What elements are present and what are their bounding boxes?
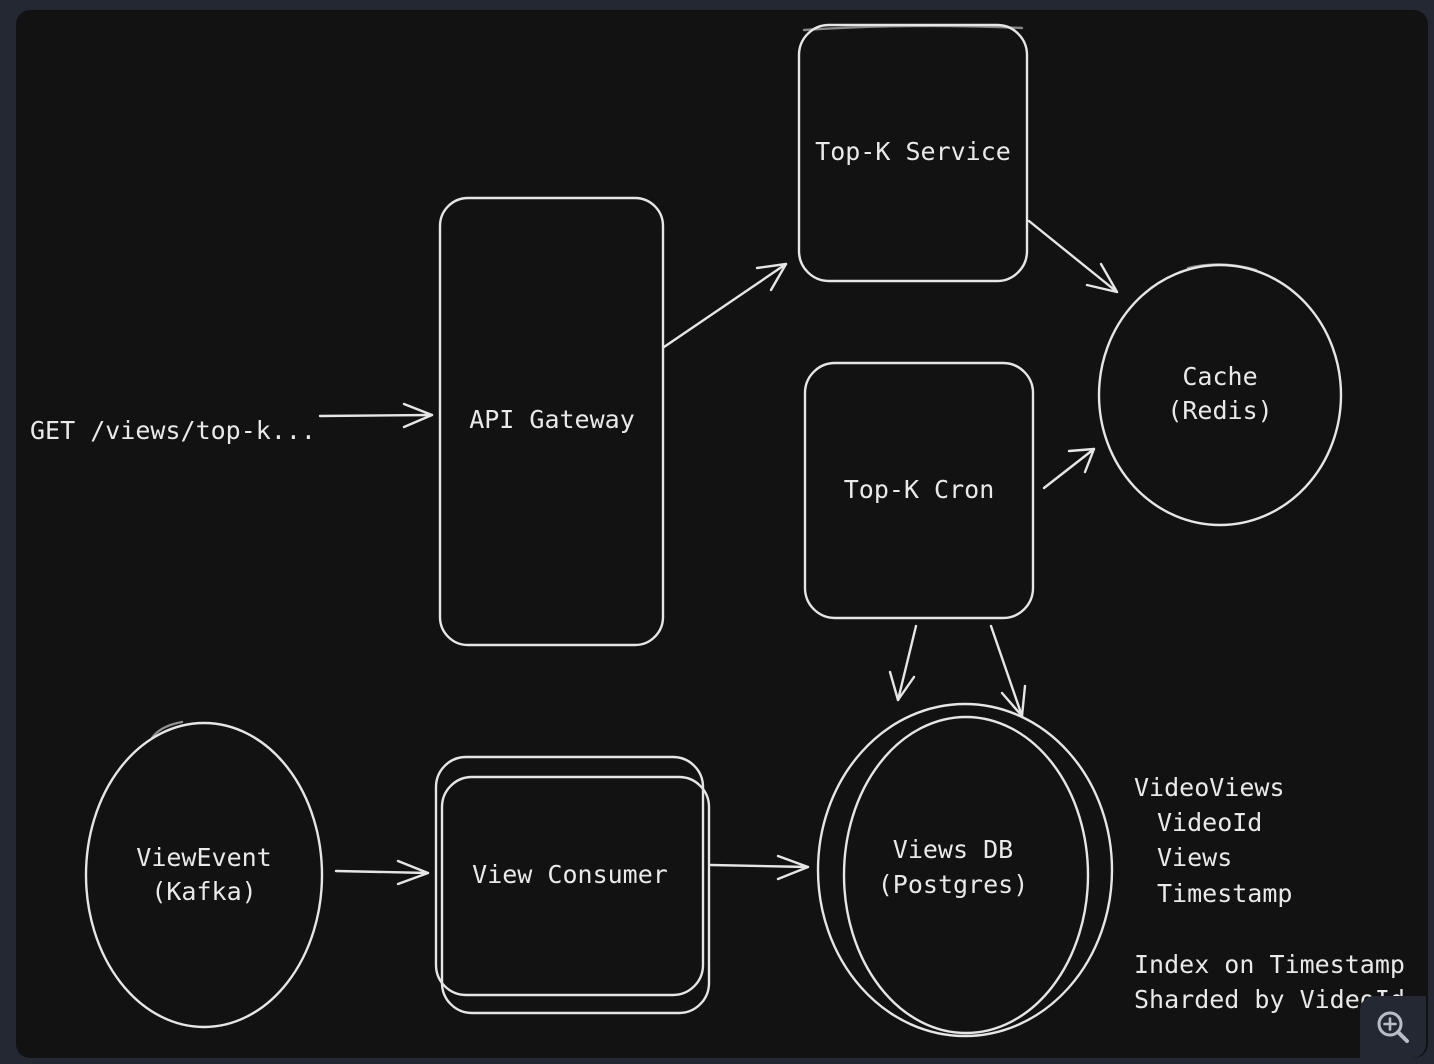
topk-service-label: Top-K Service <box>815 137 1011 166</box>
views-db-node[interactable]: Views DB (Postgres) <box>816 702 1114 1038</box>
schema-note: VideoViews VideoId Views Timestamp Index… <box>1134 773 1405 1014</box>
arrow-topk-cron-to-cache <box>1042 447 1096 490</box>
topk-service-node[interactable]: Top-K Service <box>797 23 1029 283</box>
zoom-button[interactable] <box>1360 996 1426 1058</box>
schema-field-videoid: VideoId <box>1157 808 1262 837</box>
view-event-label-line2: (Kafka) <box>151 877 256 906</box>
cache-label-line2: (Redis) <box>1167 396 1272 425</box>
view-consumer-node[interactable]: View Consumer <box>434 755 711 1015</box>
api-gateway-node[interactable]: API Gateway <box>438 196 665 647</box>
arrow-gateway-to-topk-service <box>662 262 788 349</box>
request-label: GET /views/top-k... <box>30 416 316 445</box>
views-db-label-line2: (Postgres) <box>878 870 1029 899</box>
schema-note-index: Index on Timestamp <box>1134 950 1405 979</box>
arrow-request-to-gateway <box>318 402 434 429</box>
arrow-cron-to-db-left <box>888 624 918 702</box>
arrow-event-to-consumer <box>334 859 430 886</box>
diagram-svg: API Gateway Top-K Service Top-K Cron Cac… <box>30 23 1405 1038</box>
zoom-in-icon <box>1377 1011 1409 1043</box>
schema-field-views: Views <box>1157 843 1232 872</box>
arrow-cron-to-db-right <box>989 624 1027 718</box>
views-db-label-line1: Views DB <box>893 835 1013 864</box>
cache-label-line1: Cache <box>1182 362 1257 391</box>
cache-node[interactable]: Cache (Redis) <box>1097 263 1343 527</box>
topk-cron-label: Top-K Cron <box>844 475 995 504</box>
api-gateway-label: API Gateway <box>469 405 635 434</box>
diagram-canvas[interactable]: API Gateway Top-K Service Top-K Cron Cac… <box>16 10 1428 1058</box>
schema-table-name: VideoViews <box>1134 773 1285 802</box>
arrow-consumer-to-db <box>709 854 810 881</box>
schema-field-timestamp: Timestamp <box>1157 879 1292 908</box>
topk-cron-node[interactable]: Top-K Cron <box>803 361 1035 620</box>
schema-note-sharding: Sharded by VideoId <box>1134 985 1405 1014</box>
view-consumer-label: View Consumer <box>472 860 668 889</box>
arrow-topk-service-to-cache <box>1027 219 1119 294</box>
view-event-label-line1: ViewEvent <box>136 843 271 872</box>
view-event-node[interactable]: ViewEvent (Kafka) <box>84 720 324 1029</box>
